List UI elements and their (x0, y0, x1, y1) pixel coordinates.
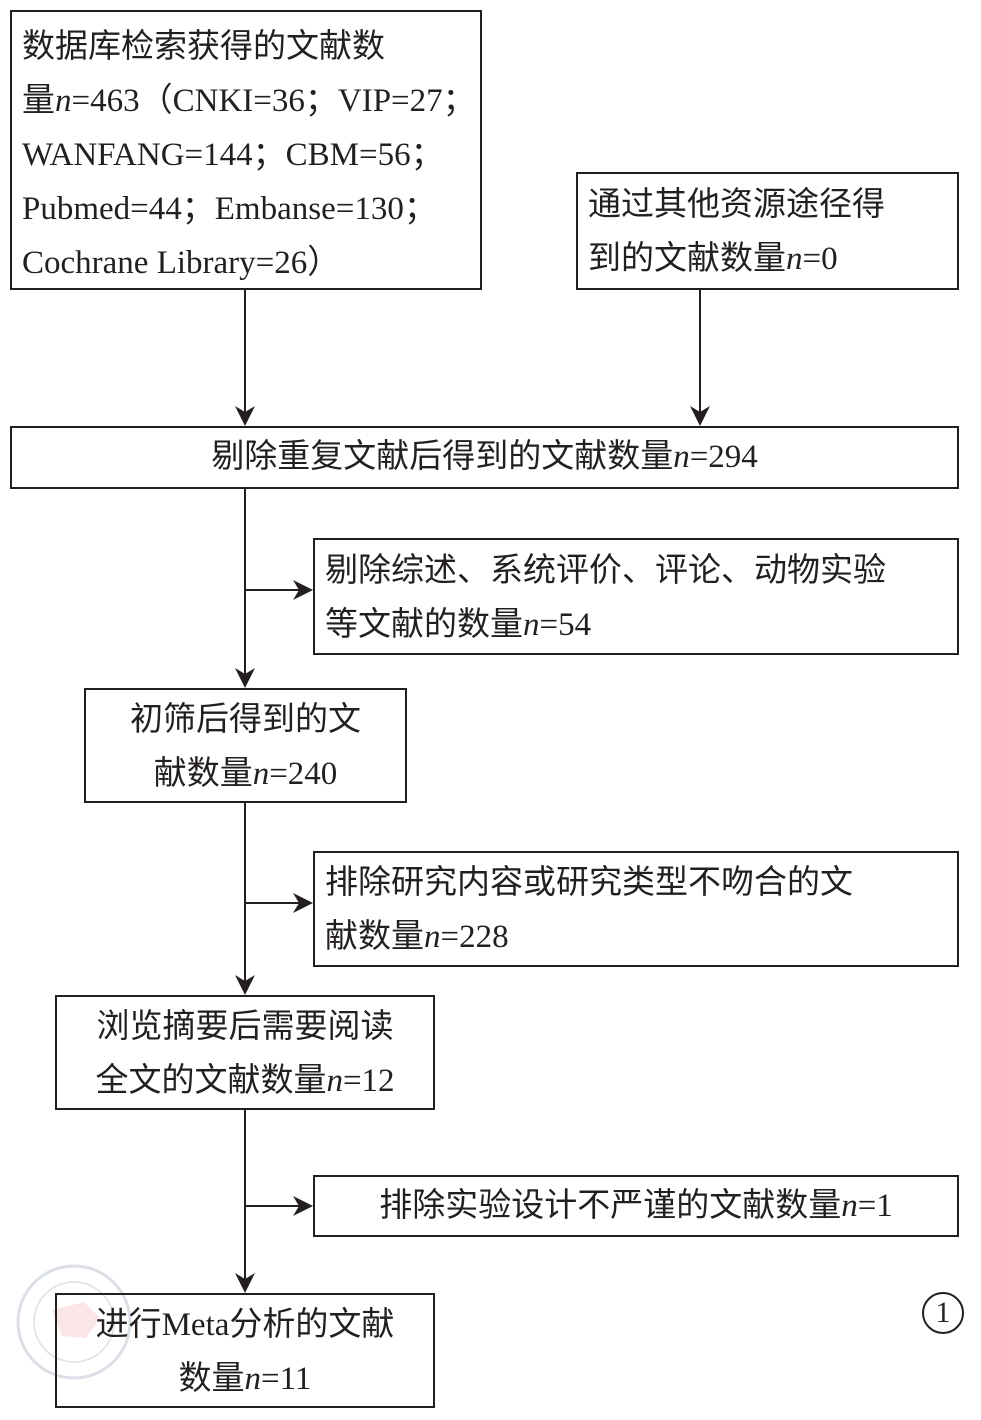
text-line: 数据库检索获得的文献数 (22, 29, 385, 65)
text: 献数量 (325, 919, 424, 955)
text: =294 (689, 439, 758, 475)
excluded-content-box: 排除研究内容或研究类型不吻合的文 献数量n=228 (313, 851, 959, 967)
text-line: 进行Meta分析的文献 (95, 1307, 395, 1343)
text: =11 (261, 1361, 312, 1397)
n-symbol: n (252, 756, 270, 792)
text: 数量 (178, 1361, 245, 1397)
text: =240 (269, 756, 338, 792)
text-line: Pubmed=44；Embanse=130； (22, 191, 437, 227)
text-line: 献数量n=240 (86, 747, 405, 801)
n-symbol: n (786, 241, 803, 277)
excluded-design-box: 排除实验设计不严谨的文献数量n=1 (313, 1175, 959, 1237)
text-line: WANFANG=144；CBM=56； (22, 137, 444, 173)
text: =54 (539, 607, 592, 643)
database-search-box: 数据库检索获得的文献数 量n=463（CNKI=36；VIP=27； WANFA… (10, 10, 482, 290)
text-line: 到的文献数量n=0 (588, 232, 957, 286)
text-line: Cochrane Library=26） (22, 245, 341, 281)
n-symbol: n (424, 919, 441, 955)
other-sources-box: 通过其他资源途径得 到的文献数量n=0 (576, 172, 959, 290)
text-line: 通过其他资源途径得 (588, 187, 885, 223)
deduplicated-box: 剔除重复文献后得到的文献数量n=294 (10, 426, 959, 489)
text-line: 浏览摘要后需要阅读 (96, 1009, 394, 1045)
excluded-reviews-box: 剔除综述、系统评价、评论、动物实验 等文献的数量n=54 (313, 538, 959, 655)
text: 排除实验设计不严谨的文献数量 (379, 1188, 842, 1224)
n-symbol: n (841, 1188, 858, 1224)
watermark-logo (16, 1264, 132, 1380)
text: 剔除重复文献后得到的文献数量 (211, 439, 674, 475)
full-text-box: 浏览摘要后需要阅读 全文的文献数量n=12 (55, 995, 435, 1110)
text-line: 初筛后得到的文 (130, 702, 361, 738)
n-symbol: n (523, 607, 540, 643)
text: 全文的文献数量 (95, 1063, 327, 1099)
n-symbol: n (673, 439, 690, 475)
n-symbol: n (55, 83, 72, 119)
text: 献数量 (153, 756, 253, 792)
text: 等文献的数量 (325, 607, 523, 643)
n-symbol: n (326, 1063, 343, 1099)
text-line: 数量n=11 (57, 1352, 433, 1406)
figure-number: 1 (922, 1292, 964, 1334)
text: 到的文献数量 (588, 241, 786, 277)
meta-analysis-box: 进行Meta分析的文献 数量n=11 (55, 1293, 435, 1408)
text: =228 (440, 919, 509, 955)
text: =0 (802, 241, 838, 277)
text: =463（CNKI=36；VIP=27； (71, 83, 476, 119)
text: =1 (857, 1188, 893, 1224)
n-symbol: n (244, 1361, 262, 1397)
text-line: 全文的文献数量n=12 (57, 1054, 433, 1108)
text-line: 剔除综述、系统评价、评论、动物实验 (325, 553, 886, 589)
text: 量 (22, 83, 55, 119)
text-line: 等文献的数量n=54 (325, 598, 957, 652)
text-line: 献数量n=228 (325, 910, 957, 964)
text-line: 排除研究内容或研究类型不吻合的文 (325, 865, 853, 901)
text-line: 量n=463（CNKI=36；VIP=27； (22, 74, 480, 128)
initial-screen-box: 初筛后得到的文 献数量n=240 (84, 688, 407, 803)
text: =12 (342, 1063, 395, 1099)
